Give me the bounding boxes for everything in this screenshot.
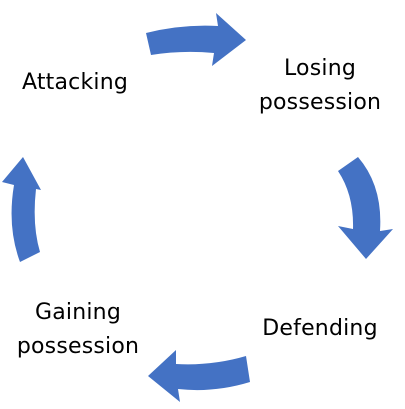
- arrow-attacking-to-losing: [146, 13, 246, 66]
- stage-label-line: Losing: [283, 56, 356, 81]
- stage-label-defending: Defending: [252, 312, 388, 346]
- stage-label-line: Defending: [262, 316, 378, 341]
- arrow-losing-to-defending: [338, 157, 393, 259]
- stage-label-line: Gaining: [34, 300, 121, 325]
- stage-label-line: possession: [16, 334, 140, 359]
- stage-label-gaining-possession: Gaining possession: [6, 296, 150, 364]
- stage-label-line: possession: [258, 90, 382, 115]
- stage-label-losing-possession: Losing possession: [250, 52, 390, 120]
- arrow-defending-to-gaining: [148, 350, 250, 402]
- stage-label-line: Attacking: [21, 70, 129, 95]
- arrow-gaining-to-attacking: [2, 157, 41, 262]
- stage-label-attacking: Attacking: [14, 66, 136, 100]
